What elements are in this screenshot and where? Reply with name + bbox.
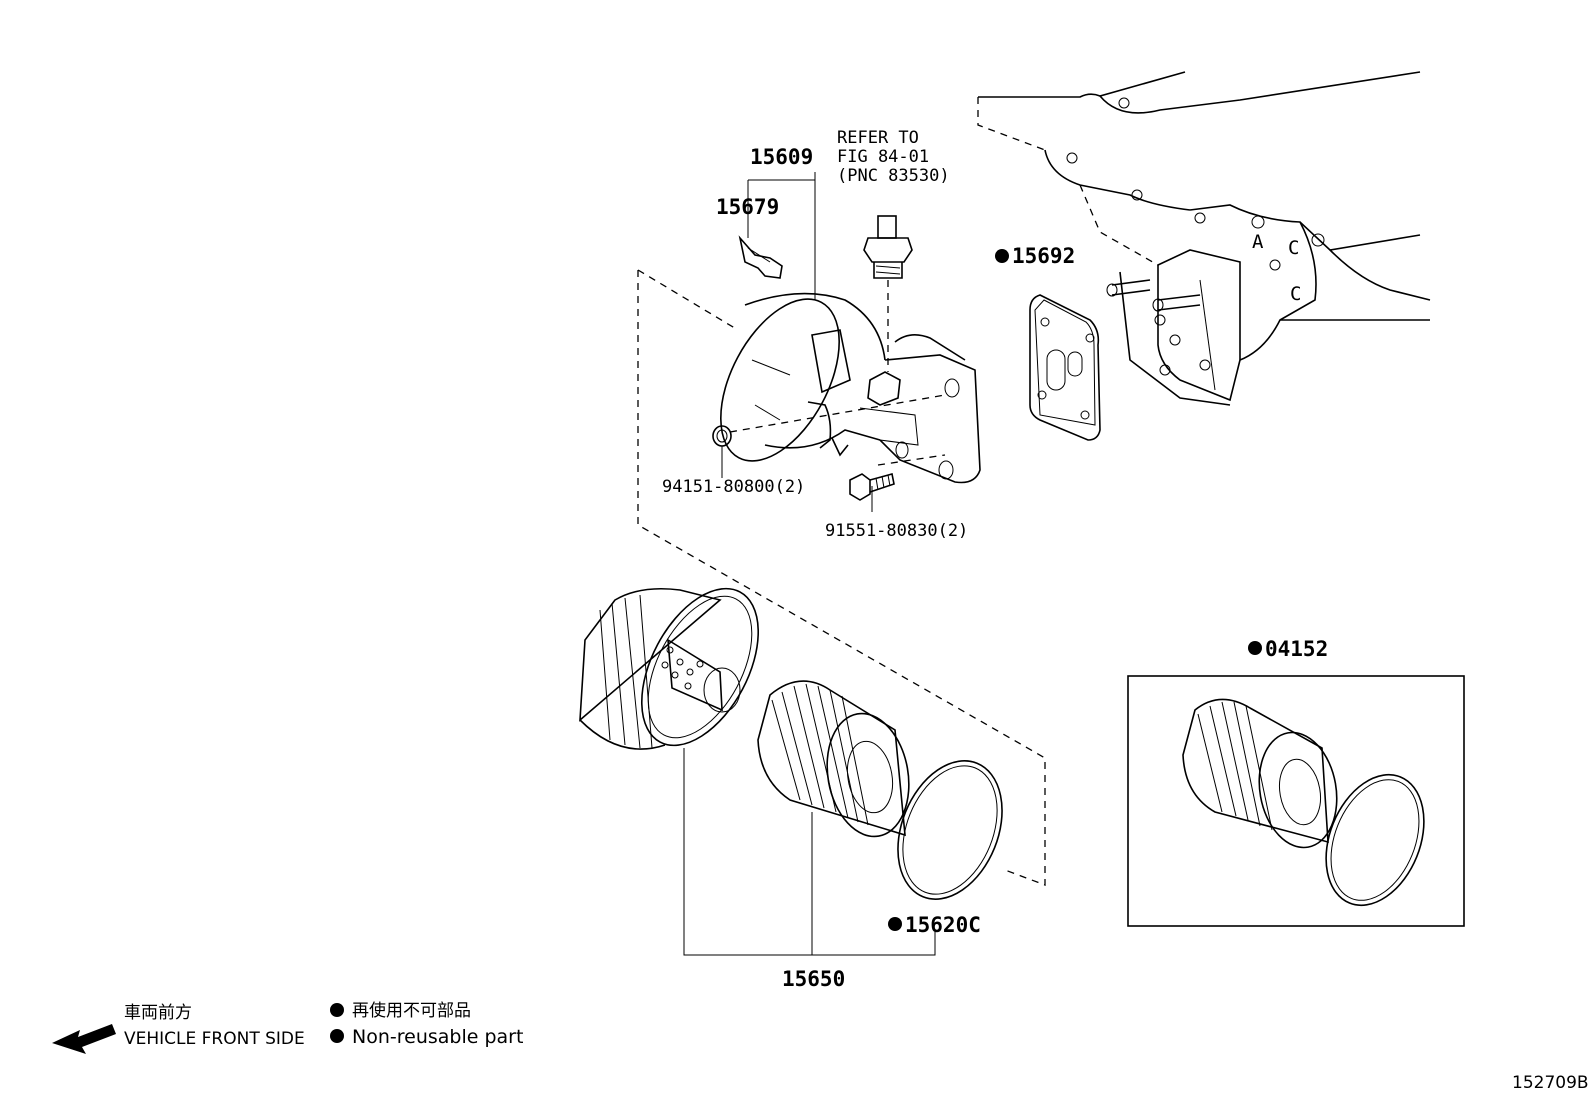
engine-mark-a: A [1252, 231, 1264, 253]
vehicle-front-en: VEHICLE FRONT SIDE [124, 1029, 305, 1049]
part-number-94151[interactable]: 94151-80800(2) [662, 477, 805, 497]
part-number-15620c[interactable]: 15620C [905, 913, 981, 937]
non-reusable-marker-icon [1248, 641, 1262, 655]
part-number-15692[interactable]: 15692 [1012, 244, 1075, 268]
non-reusable-marker-icon [888, 917, 902, 931]
oil-pressure-sensor-drawing [863, 215, 913, 372]
figure-id: 152709B [1512, 1073, 1589, 1093]
part-number-15609[interactable]: 15609 [750, 145, 813, 169]
non-reusable-en: Non-reusable part [352, 1026, 523, 1048]
part-number-04152[interactable]: 04152 [1265, 637, 1328, 661]
non-reusable-dot-icon [330, 1029, 344, 1043]
filter-housing-drawing [637, 269, 1046, 886]
vehicle-front-legend: 車両前方 VEHICLE FRONT SIDE [52, 1003, 305, 1054]
o-ring-drawing [897, 760, 1003, 900]
non-reusable-legend: 再使用不可部品 Non-reusable part [330, 1000, 523, 1048]
vehicle-front-jp: 車両前方 [124, 1003, 192, 1023]
part-number-15679[interactable]: 15679 [716, 195, 779, 219]
leader-lines [747, 172, 816, 300]
gasket-drawing [1029, 294, 1101, 441]
bolt-drawing [849, 473, 895, 512]
part-number-91551[interactable]: 91551-80830(2) [825, 521, 968, 541]
refer-note-line-3: (PNC 83530) [837, 166, 950, 186]
non-reusable-dot-icon [330, 1003, 344, 1017]
refer-note-line-1: REFER TO [837, 128, 919, 148]
clip-drawing [738, 235, 783, 279]
non-reusable-marker-icon [995, 249, 1009, 263]
refer-note-line-2[interactable]: FIG 84-01 [837, 147, 929, 167]
part-number-15650[interactable]: 15650 [782, 967, 845, 991]
plug-drawing [712, 425, 732, 478]
filter-element-drawing [757, 680, 910, 955]
arrow-left-icon [52, 1024, 116, 1054]
engine-block-drawing: A C C [977, 71, 1431, 406]
filter-kit-box [1127, 675, 1465, 927]
engine-mark-c: C [1288, 237, 1299, 259]
engine-mark-c: C [1290, 283, 1301, 305]
filter-cap-drawing [579, 587, 936, 956]
non-reusable-jp: 再使用不可部品 [352, 1000, 471, 1021]
